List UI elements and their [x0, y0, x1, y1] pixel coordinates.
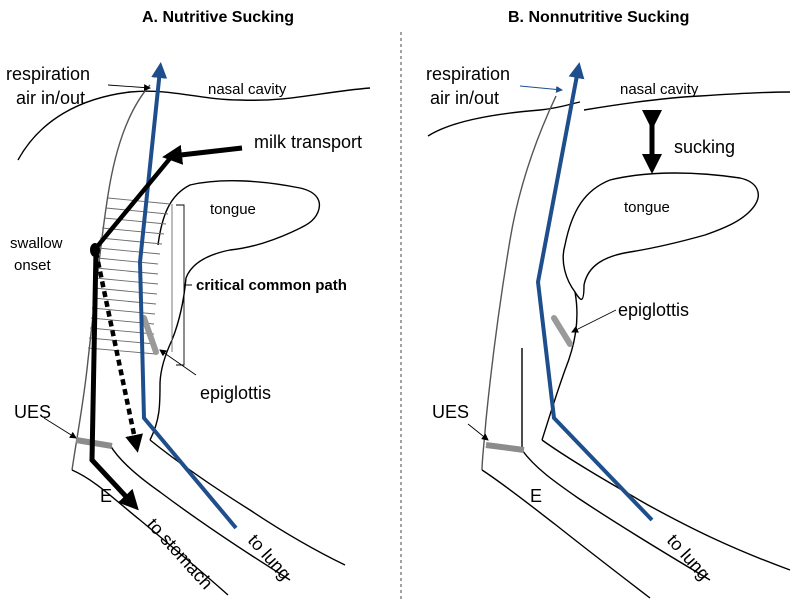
critical-common-path-label: critical common path	[196, 277, 347, 294]
ues-label-a: UES	[14, 402, 51, 422]
milk-path-line	[94, 154, 174, 250]
swallow-onset-label-1: swallow	[10, 235, 63, 252]
aspiration-dotted-path	[93, 251, 143, 453]
tongue-outline-b	[564, 172, 759, 286]
panel-b-title: B. Nonnutritive Sucking	[508, 9, 689, 26]
swallow-onset-label-2: onset	[14, 257, 52, 274]
respiration-label-b-1: respiration	[426, 64, 510, 84]
to-lung-label-a: to lung	[244, 530, 295, 584]
posterior-pharyngeal-wall-b	[481, 95, 557, 471]
milk-transport-arrow	[162, 144, 243, 165]
anterior-pharyngeal-wall-b	[541, 291, 578, 441]
critical-path-bracket	[176, 204, 192, 366]
ues-pointer-a	[43, 417, 77, 439]
ues-bar-b	[485, 442, 525, 453]
epiglottis-label-b: epiglottis	[618, 300, 689, 320]
posterior-pharyngeal-wall-a	[71, 84, 151, 471]
esophagus-wall-inner-b	[521, 348, 711, 581]
panel-b: B. Nonnutritive Sucking respiration air …	[426, 9, 791, 599]
tongue-label-a: tongue	[210, 201, 256, 218]
esophagus-wall-upper-a	[71, 469, 229, 596]
tongue-outline-a	[157, 180, 321, 279]
respiration-pointer-a	[107, 84, 151, 92]
panel-a: A. Nutritive Sucking	[6, 9, 371, 596]
trachea-wall-b	[541, 439, 791, 571]
airway-arrow-a	[137, 62, 238, 530]
panel-a-title: A. Nutritive Sucking	[142, 9, 294, 26]
respiration-label-a-2: air in/out	[16, 88, 85, 108]
epiglottis-marker-a	[141, 315, 159, 355]
nasal-cavity-label-b: nasal cavity	[620, 81, 699, 98]
anterior-pharyngeal-wall-a	[149, 277, 187, 441]
bolus-path-to-stomach	[89, 249, 139, 511]
sucking-label: sucking	[674, 137, 735, 157]
esophagus-label-a: E	[100, 486, 112, 506]
epiglottis-label-a: epiglottis	[200, 383, 271, 403]
respiration-label-a-1: respiration	[6, 64, 90, 84]
epiglottis-pointer-b	[571, 309, 617, 333]
palate-outline-b	[427, 101, 581, 137]
epiglottis-pointer-a	[159, 349, 197, 376]
ues-label-b: UES	[432, 402, 469, 422]
esophagus-label-b: E	[530, 486, 542, 506]
to-stomach-label: to stomach	[143, 514, 217, 593]
palate-outline-a	[17, 87, 371, 161]
milk-transport-label: milk transport	[254, 132, 362, 152]
epiglottis-marker-b	[551, 315, 573, 347]
nasal-floor-b	[583, 91, 791, 111]
esophagus-wall-upper-b	[481, 469, 651, 599]
anterior-wall-b	[562, 244, 585, 301]
airway-arrow-b	[535, 62, 654, 522]
respiration-pointer-b	[519, 85, 563, 93]
nasal-cavity-label-a: nasal cavity	[208, 81, 287, 98]
trachea-wall-a	[149, 439, 346, 566]
ues-pointer-b	[467, 423, 489, 441]
esophagus-wall-inner-a	[109, 444, 291, 581]
respiration-label-b-2: air in/out	[430, 88, 499, 108]
tongue-label-b: tongue	[624, 199, 670, 216]
critical-path-hatching	[87, 197, 173, 355]
